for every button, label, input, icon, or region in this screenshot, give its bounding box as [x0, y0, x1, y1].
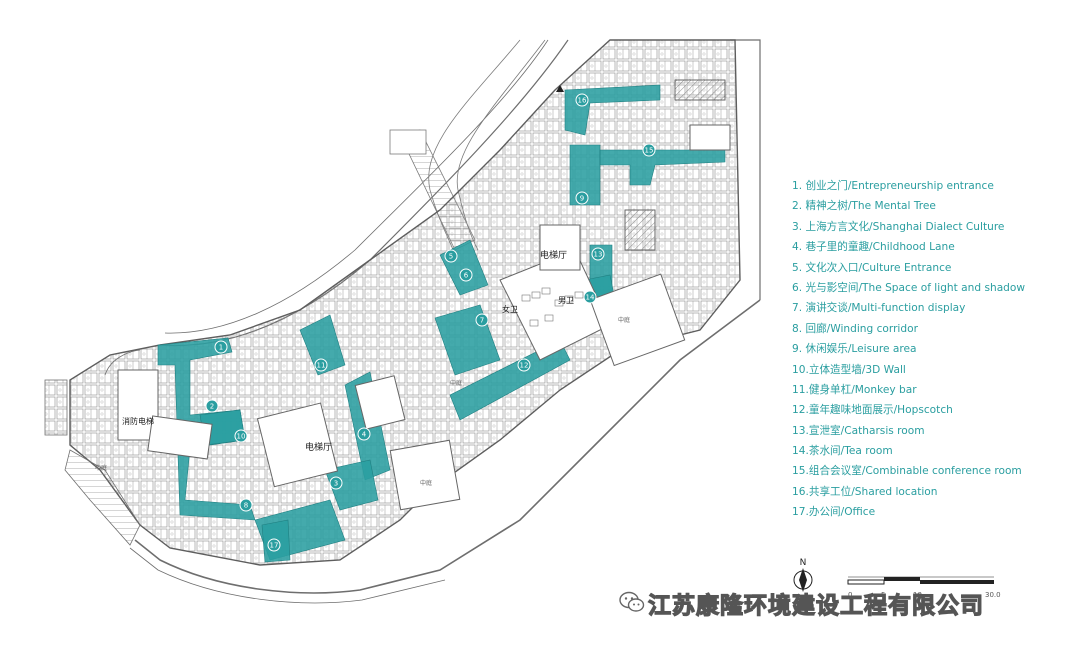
room-labels: 电梯厅 电梯厅 女卫 男卫 消防电梯 中庭 中庭 中庭 中庭 — [95, 249, 630, 487]
elevator-hall-label: 电梯厅 — [540, 249, 567, 261]
svg-text:5: 5 — [449, 253, 453, 261]
male-wc-label: 男卫 — [558, 296, 574, 305]
marker-9: 9 — [575, 191, 589, 205]
watermark-company: 江苏康隆环境建设工程有限公司 — [647, 592, 984, 619]
scale-tick: 30.0 — [985, 591, 1001, 599]
marker-5: 5 — [444, 249, 458, 263]
legend-list: 1. 创业之门/Entrepreneurship entrance 2. 精神之… — [792, 176, 1025, 523]
svg-text:9: 9 — [580, 195, 584, 203]
left-core — [44, 349, 141, 546]
legend-item: 12.童年趣味地面展示/Hopscotch — [792, 404, 953, 417]
north-arrow-icon: N — [793, 558, 813, 592]
legend-item: 9. 休闲娱乐/Leisure area — [792, 343, 917, 356]
svg-text:17: 17 — [270, 542, 279, 550]
legend-item: 4. 巷子里的童趣/Childhood Lane — [792, 241, 955, 254]
legend-item: 13.宣泄室/Catharsis room — [792, 424, 925, 437]
svg-text:N: N — [800, 558, 807, 568]
legend-item: 5. 文化次入口/Culture Entrance — [792, 261, 952, 274]
svg-text:3: 3 — [334, 480, 338, 488]
marker-13: 13 — [591, 247, 605, 261]
legend-item: 10.立体造型墙/3D Wall — [792, 363, 906, 376]
fire-elevator-label: 消防电梯 — [122, 416, 154, 426]
scale-bar: 0 5 10 30.0 — [847, 576, 1001, 599]
marker-16: 16 — [575, 93, 589, 107]
marker-10: 10 — [234, 429, 248, 443]
marker-15: 15 — [642, 143, 656, 157]
scale-tick: 0 — [848, 591, 852, 599]
marker-17: 17 — [267, 538, 281, 552]
wechat-logo-icon — [619, 591, 645, 612]
legend-item: 17.办公间/Office — [792, 506, 876, 519]
svg-text:2: 2 — [210, 403, 214, 411]
svg-text:4: 4 — [362, 431, 367, 439]
marker-2: 2 — [205, 399, 219, 413]
legend-item: 6. 光与影空间/The Space of light and shadow — [792, 281, 1026, 294]
legend-item: 8. 回廊/Winding corridor — [792, 322, 918, 335]
svg-text:8: 8 — [244, 502, 248, 510]
marker-11: 11 — [314, 358, 328, 372]
entrance-arrow-icon — [556, 85, 564, 92]
legend-item: 3. 上海方言文化/Shanghai Dialect Culture — [792, 220, 1005, 233]
atrium-label: 中庭 — [420, 479, 432, 487]
scale-tick: 5 — [881, 591, 885, 599]
svg-text:12: 12 — [520, 362, 529, 370]
partitions — [117, 79, 731, 511]
legend-item: 1. 创业之门/Entrepreneurship entrance — [792, 180, 994, 192]
elevator-hall-label: 电梯厅 — [305, 441, 332, 453]
svg-text:7: 7 — [480, 317, 484, 325]
svg-text:1: 1 — [219, 344, 223, 352]
feature-markers: 16 15 9 5 6 13 14 7 12 1 11 2 10 4 3 8 1… — [205, 93, 656, 552]
marker-12: 12 — [517, 358, 531, 372]
atrium-label: 中庭 — [450, 379, 462, 387]
marker-6: 6 — [459, 268, 473, 282]
toilet-fixtures — [521, 287, 584, 327]
legend-item: 14.茶水间/Tea room — [792, 445, 893, 458]
marker-7: 7 — [475, 313, 489, 327]
female-wc-label: 女卫 — [502, 304, 518, 314]
legend-item: 2. 精神之树/The Mental Tree — [792, 200, 936, 213]
legend-item: 15.组合会议室/Combinable conference room — [792, 465, 1022, 478]
legend-item: 11.健身单杠/Monkey bar — [792, 383, 917, 396]
legend-item: 7. 演讲交谈/Multi-function display — [792, 302, 966, 315]
marker-14: 14 — [583, 290, 597, 304]
scale-tick: 10 — [913, 591, 922, 599]
atrium-label: 中庭 — [618, 316, 630, 324]
svg-text:15: 15 — [645, 147, 654, 155]
svg-text:6: 6 — [464, 272, 469, 280]
legend-item: 16.共享工位/Shared location — [792, 485, 938, 498]
svg-text:16: 16 — [578, 97, 587, 105]
marker-4: 4 — [357, 427, 371, 441]
marker-3: 3 — [329, 476, 343, 490]
svg-text:11: 11 — [317, 362, 326, 370]
marker-8: 8 — [239, 498, 253, 512]
marker-1: 1 — [214, 340, 228, 354]
svg-text:14: 14 — [586, 294, 595, 302]
svg-text:10: 10 — [237, 433, 246, 441]
svg-text:13: 13 — [594, 251, 603, 259]
atrium-label: 中庭 — [95, 464, 107, 472]
